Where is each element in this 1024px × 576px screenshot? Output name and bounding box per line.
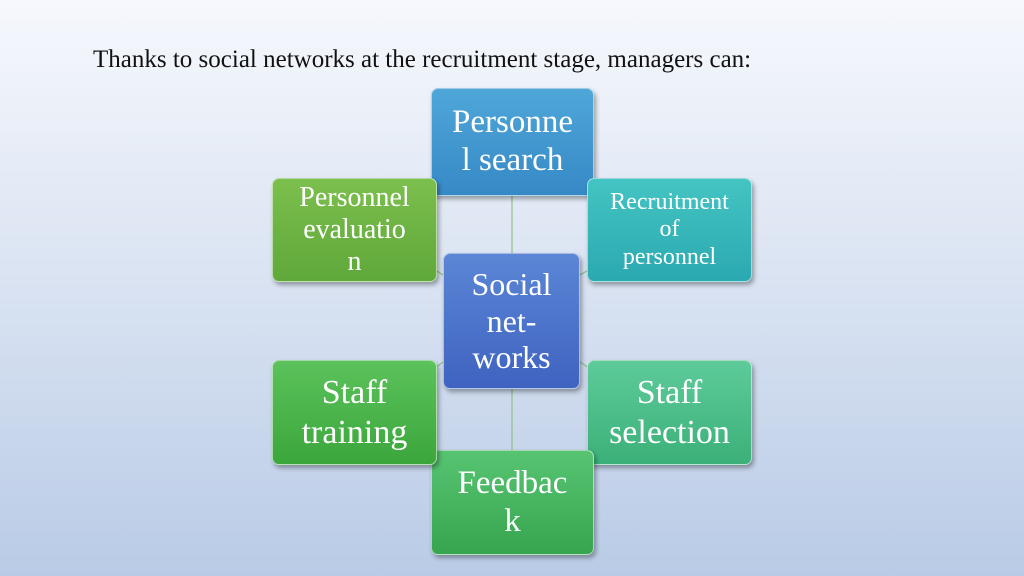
node-line: n [347, 246, 362, 278]
node-line: Staff [636, 374, 703, 412]
node-line: Personnel [299, 181, 410, 213]
node-line: k [504, 502, 521, 539]
node-line: Personne [452, 104, 573, 141]
node-line: Recruitment [610, 188, 729, 215]
node-line: net- [486, 302, 537, 339]
slide-title: Thanks to social networks at the recruit… [93, 46, 752, 73]
node-line: selection [609, 413, 730, 451]
node-line: of [659, 216, 680, 243]
node-line: works [472, 339, 551, 376]
node-line: training [301, 413, 408, 451]
node-line: Staff [321, 374, 388, 412]
node-line: Social [471, 265, 552, 302]
node-line: Feedbac [457, 464, 568, 501]
node-line: personnel [622, 243, 717, 270]
node-line: l search [461, 142, 564, 178]
node-line: evaluatio [303, 213, 406, 245]
